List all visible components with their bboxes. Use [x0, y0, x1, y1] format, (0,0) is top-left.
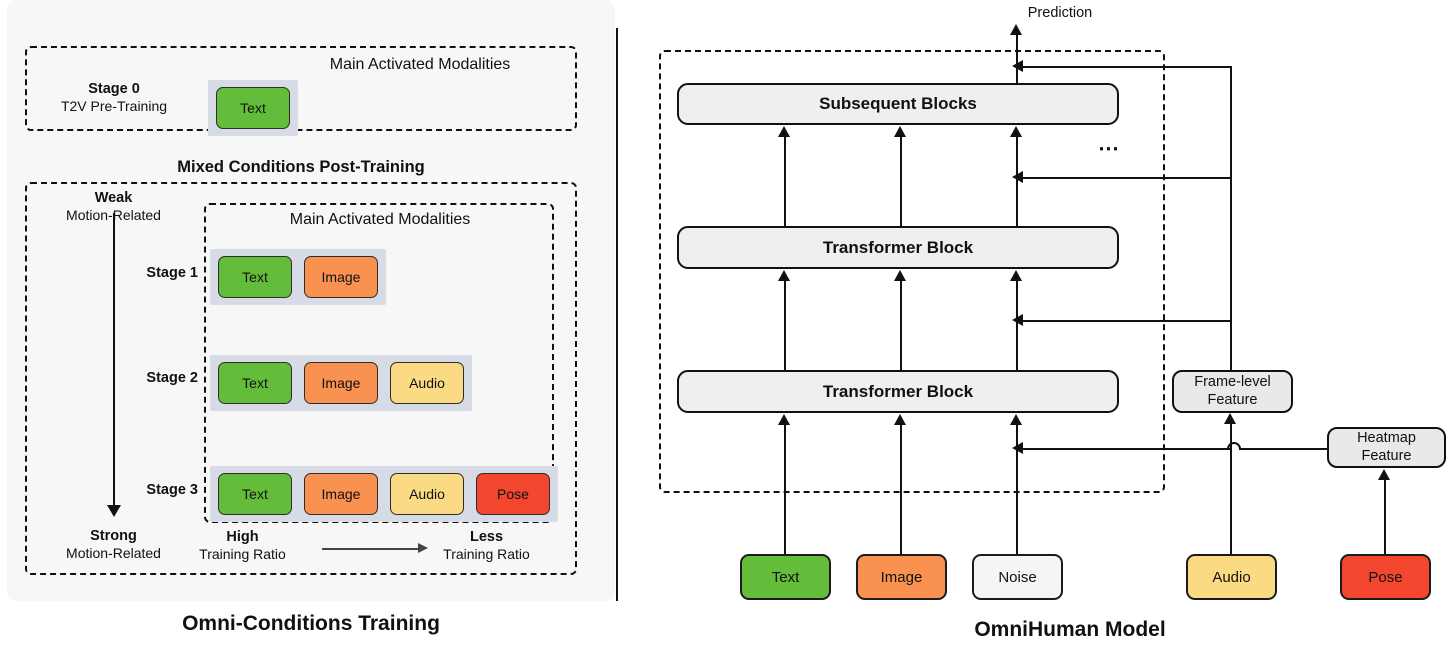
- stage2-modality-row: Text Image Audio: [210, 355, 472, 411]
- chip-text: Text: [216, 87, 290, 129]
- feature-trunk-line: [1230, 66, 1232, 371]
- flow-arrow-1b: [894, 126, 906, 137]
- high-ratio-label: High Training Ratio: [180, 528, 305, 564]
- frame-feature-line1: Frame-level: [1194, 374, 1271, 391]
- inject-arrow-mid: [1012, 171, 1023, 183]
- flow-line-1b: [900, 133, 902, 226]
- ellipsis-indicator: ⋯: [1098, 137, 1121, 160]
- chip-image: Image: [304, 256, 378, 298]
- ratio-axis-line: [322, 548, 420, 550]
- stage3-name: Stage 3: [146, 482, 198, 498]
- stage3-modality-row: Text Image Audio Pose: [210, 466, 558, 522]
- heatmap-feature: Heatmap Feature: [1327, 427, 1446, 468]
- stage0-subtitle: T2V Pre-Training: [60, 98, 168, 115]
- input-line-noise: [1016, 421, 1018, 554]
- flow-arrow-2a: [778, 270, 790, 281]
- input-arrow-image: [894, 414, 906, 425]
- model-container: [659, 50, 1165, 493]
- chip-text: Text: [218, 362, 292, 404]
- flow-line-2a: [784, 277, 786, 370]
- pose-arrow: [1378, 469, 1390, 480]
- subsequent-blocks: Subsequent Blocks: [677, 83, 1119, 125]
- panel-divider: [616, 28, 618, 601]
- less-bold: Less: [469, 529, 504, 545]
- input-noise: Noise: [972, 554, 1063, 600]
- input-line-text: [784, 421, 786, 554]
- chip-image: Image: [304, 473, 378, 515]
- left-section-title: Omni-Conditions Training: [182, 612, 440, 635]
- right-section-title: OmniHuman Model: [974, 618, 1166, 641]
- motion-axis-line: [113, 213, 115, 508]
- mixed-conditions-title: Mixed Conditions Post-Training: [177, 158, 425, 176]
- chip-audio: Audio: [390, 473, 464, 515]
- strong-axis-label: Strong Motion-Related: [46, 527, 181, 563]
- input-pose: Pose: [1340, 554, 1431, 600]
- prediction-line: [1016, 30, 1018, 84]
- stage0-label: Stage 0 T2V Pre-Training: [52, 80, 176, 116]
- ratio-axis-arrowhead: [418, 543, 428, 553]
- strong-bold: Strong: [90, 528, 137, 544]
- heatmap-feature-line2: Feature: [1361, 447, 1412, 464]
- transformer-block-upper: Transformer Block: [677, 226, 1119, 269]
- pose-line: [1384, 476, 1386, 554]
- input-text: Text: [740, 554, 831, 600]
- motion-axis-arrowhead: [107, 505, 121, 517]
- chip-audio: Audio: [390, 362, 464, 404]
- flow-line-2b: [900, 277, 902, 370]
- stage0-container: [25, 46, 577, 131]
- stage2-name: Stage 2: [146, 370, 198, 386]
- stage0-modalities-title: Main Activated Modalities: [329, 56, 511, 73]
- audio-arrow: [1224, 413, 1236, 424]
- weak-bold: Weak: [94, 190, 133, 206]
- flow-arrow-1c: [1010, 126, 1022, 137]
- frame-feature-line2: Feature: [1207, 391, 1258, 408]
- stage1-name: Stage 1: [146, 265, 198, 281]
- input-arrow-noise: [1010, 414, 1022, 425]
- chip-image: Image: [304, 362, 378, 404]
- inject-line-mid: [1018, 177, 1231, 179]
- prediction-label: Prediction: [1027, 5, 1093, 21]
- audio-line: [1230, 420, 1232, 554]
- post-modalities-title: Main Activated Modalities: [289, 211, 471, 228]
- stage0-name: Stage 0: [88, 81, 140, 97]
- frame-level-feature: Frame-level Feature: [1172, 370, 1293, 413]
- less-sub: Training Ratio: [443, 546, 530, 563]
- inject-line-low: [1018, 320, 1231, 322]
- input-arrow-text: [778, 414, 790, 425]
- stage0-modality-row: Text: [208, 80, 298, 136]
- chip-pose: Pose: [476, 473, 550, 515]
- inject-line-top: [1018, 66, 1231, 68]
- stage1-modality-row: Text Image: [210, 249, 386, 305]
- modalities-inner-container: [204, 203, 554, 523]
- heatmap-merge-line-left: [1018, 448, 1230, 450]
- less-ratio-label: Less Training Ratio: [424, 528, 549, 564]
- chip-text: Text: [218, 473, 292, 515]
- chip-text: Text: [218, 256, 292, 298]
- heatmap-merge-arrow: [1012, 442, 1023, 454]
- flow-arrow-1a: [778, 126, 790, 137]
- input-line-image: [900, 421, 902, 554]
- flow-line-1a: [784, 133, 786, 226]
- prediction-arrowhead: [1010, 24, 1022, 35]
- transformer-block-lower: Transformer Block: [677, 370, 1119, 413]
- high-sub: Training Ratio: [199, 546, 286, 563]
- input-image: Image: [856, 554, 947, 600]
- inject-arrow-low: [1012, 314, 1023, 326]
- high-bold: High: [226, 529, 259, 545]
- flow-arrow-2b: [894, 270, 906, 281]
- post-training-container: [25, 182, 577, 575]
- input-audio: Audio: [1186, 554, 1277, 600]
- strong-sub: Motion-Related: [66, 545, 161, 562]
- heatmap-feature-line1: Heatmap: [1357, 430, 1416, 447]
- inject-arrow-top: [1012, 60, 1023, 72]
- wire-hop-icon: [1222, 442, 1246, 450]
- heatmap-merge-line-right: [1240, 448, 1328, 450]
- flow-arrow-2c: [1010, 270, 1022, 281]
